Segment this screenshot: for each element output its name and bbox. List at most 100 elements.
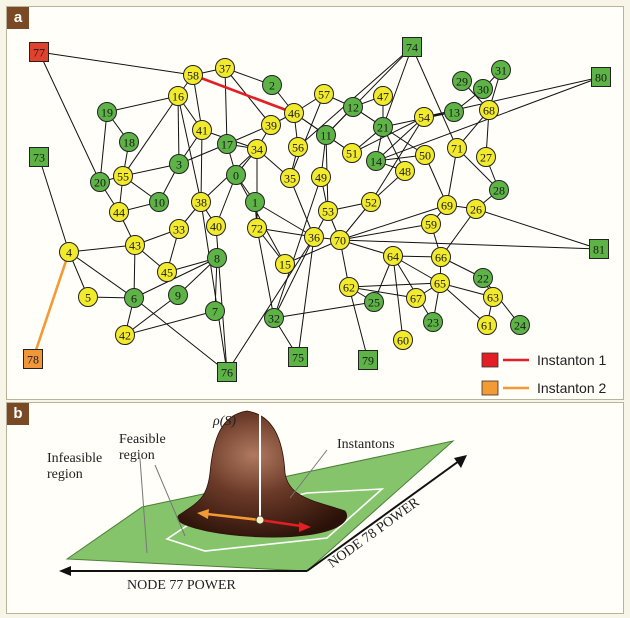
node-40: 40 xyxy=(206,216,226,236)
node-58-shape xyxy=(183,65,203,85)
node-76: 76 xyxy=(217,362,237,382)
node-9-label: 9 xyxy=(175,289,181,303)
node-46-label: 46 xyxy=(288,107,300,121)
edge-54-52 xyxy=(370,116,425,203)
edge-59-70 xyxy=(339,223,432,241)
node-61: 61 xyxy=(477,315,497,335)
instanton-2-edge xyxy=(31,251,71,360)
node-72: 72 xyxy=(247,218,267,238)
node-79: 79 xyxy=(358,350,378,370)
node-20-label: 20 xyxy=(94,176,106,190)
node-62-label: 62 xyxy=(343,281,355,295)
node-57-label: 57 xyxy=(318,88,330,102)
node-2-label: 2 xyxy=(269,79,275,93)
legend: Instanton 1 Instanton 2 xyxy=(481,352,606,396)
node-58: 58 xyxy=(183,65,203,85)
node-23: 23 xyxy=(423,312,443,332)
node-49-shape xyxy=(311,167,331,187)
node-75-shape xyxy=(288,347,308,367)
node-81-label: 81 xyxy=(593,243,605,257)
node-45-shape xyxy=(157,262,177,282)
node-29-label: 29 xyxy=(456,75,468,89)
node-44: 44 xyxy=(109,202,129,222)
node-44-shape xyxy=(109,202,129,222)
node-43: 43 xyxy=(125,235,145,255)
node-33-shape xyxy=(169,219,189,239)
node-7: 7 xyxy=(205,301,225,321)
node-12: 12 xyxy=(343,97,363,117)
node-42-shape xyxy=(115,325,135,345)
node-15-label: 15 xyxy=(279,258,291,272)
node-44-label: 44 xyxy=(113,206,125,220)
legend-label-instanton-2: Instanton 2 xyxy=(537,380,606,396)
node-17-label: 17 xyxy=(221,138,233,152)
node-6-label: 6 xyxy=(131,292,137,306)
edge-57-35 xyxy=(289,93,325,179)
node-25-label: 25 xyxy=(368,296,380,310)
node-40-shape xyxy=(206,216,226,236)
node-1: 1 xyxy=(245,192,265,212)
node-5-shape xyxy=(78,287,98,307)
node-29-shape xyxy=(452,71,472,91)
edge-74-11 xyxy=(325,46,413,136)
node-43-shape xyxy=(125,235,145,255)
node-36-shape xyxy=(304,227,324,247)
node-39-label: 39 xyxy=(265,119,277,133)
node-12-shape xyxy=(343,97,363,117)
node-73-shape xyxy=(29,147,49,167)
node-0-label: 0 xyxy=(233,169,239,183)
edge-49-32 xyxy=(273,176,322,319)
node-72-shape xyxy=(247,218,267,238)
node-45: 45 xyxy=(157,262,177,282)
node-39: 39 xyxy=(261,115,281,135)
node-27: 27 xyxy=(476,147,496,167)
node-4-shape xyxy=(59,242,79,262)
instanton-2-arrowhead xyxy=(197,509,209,519)
node-59-label: 59 xyxy=(425,218,437,232)
node-26: 26 xyxy=(466,199,486,219)
edge-4-73 xyxy=(38,156,70,253)
node-61-shape xyxy=(477,315,497,335)
edge-26-81 xyxy=(475,208,600,250)
node-49-label: 49 xyxy=(315,171,327,185)
node-64-shape xyxy=(383,246,403,266)
node-70-shape xyxy=(330,230,350,250)
node-42: 42 xyxy=(115,325,135,345)
node-23-label: 23 xyxy=(427,316,439,330)
node-46: 46 xyxy=(284,103,304,123)
node-19-shape xyxy=(97,102,117,122)
instantons-label: Instantons xyxy=(337,437,395,452)
node-10-shape xyxy=(149,192,169,212)
node-31-shape xyxy=(491,60,511,80)
edge-40-76 xyxy=(215,225,228,373)
node-79-label: 79 xyxy=(362,354,374,368)
edge-36-76 xyxy=(226,236,315,373)
node-80-label: 80 xyxy=(595,71,607,85)
node-32-label: 32 xyxy=(268,312,280,326)
node-71: 71 xyxy=(447,138,467,158)
node-5-label: 5 xyxy=(85,291,91,305)
node-25-shape xyxy=(364,292,384,312)
node-41: 41 xyxy=(192,120,212,140)
node-49: 49 xyxy=(311,167,331,187)
operating-point xyxy=(255,515,265,525)
node-4: 4 xyxy=(59,242,79,262)
node-8-label: 8 xyxy=(214,252,220,266)
node-21-shape xyxy=(373,117,393,137)
edge-77-58 xyxy=(38,51,194,76)
node-43-label: 43 xyxy=(129,239,141,253)
node-74-label: 74 xyxy=(406,41,418,55)
node-73-label: 73 xyxy=(33,151,45,165)
feasible-leader-line xyxy=(154,464,186,537)
node-7-shape xyxy=(205,301,225,321)
node77-axis-label: NODE 77 POWER xyxy=(127,578,237,593)
node-18: 18 xyxy=(119,132,139,152)
node-34-label: 34 xyxy=(251,143,263,157)
edge-38-76 xyxy=(200,201,228,373)
node-4-label: 4 xyxy=(66,246,72,260)
edge-62-67 xyxy=(348,286,417,299)
node-56-shape xyxy=(288,137,308,157)
node-81: 81 xyxy=(589,239,609,259)
node-3-shape xyxy=(169,154,189,174)
rho-label: ρ(S) xyxy=(212,414,236,429)
